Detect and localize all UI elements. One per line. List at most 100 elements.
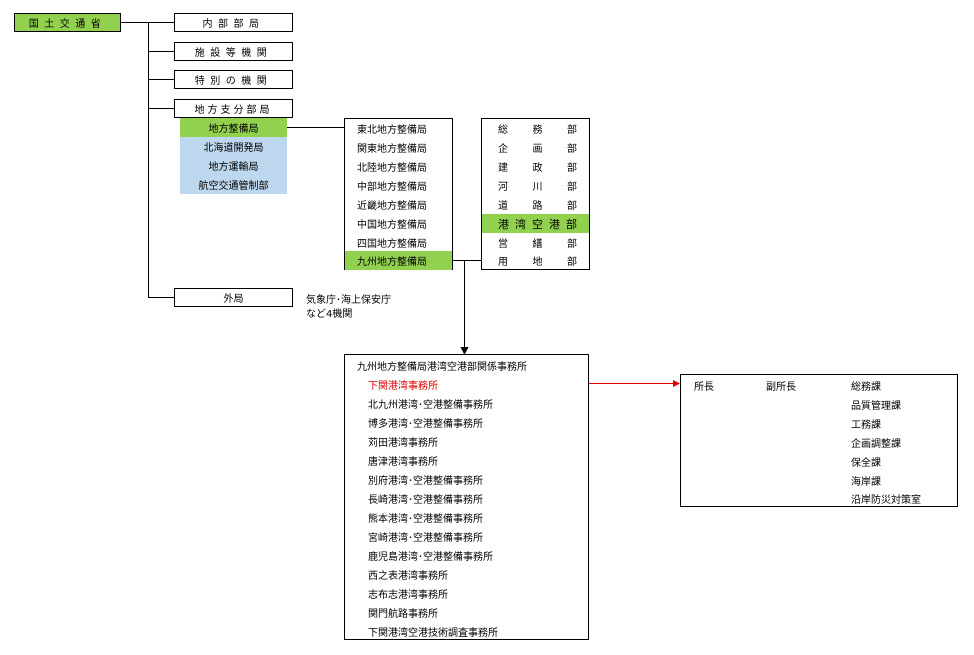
list-item: 営 繕 部	[482, 233, 589, 252]
list-item-highlighted: 九州地方整備局	[345, 251, 452, 270]
external-note-line2: など4機関	[306, 309, 353, 320]
department-char: 営	[498, 239, 508, 250]
office-item: 長崎港湾･空港整備事務所	[368, 495, 483, 506]
department-char: 部	[567, 163, 577, 174]
branch-regional-label: 地方支分部局	[194, 105, 273, 116]
office-item: 宮崎港湾･空港整備事務所	[368, 533, 483, 544]
department-char: 用	[498, 257, 508, 268]
regional-bureau-item: 地方運輸局	[180, 156, 287, 175]
regional-bureau-label: 地方運輸局	[208, 162, 259, 173]
root-node: 国土交通省	[14, 13, 121, 32]
section-item: 保全課	[851, 458, 881, 469]
regional-bureau-item: 北海道開発局	[180, 137, 287, 156]
bureau-name: 中部地方整備局	[357, 182, 427, 193]
regional-bureau-label: 航空交通管制部	[198, 181, 269, 192]
department-char: 川	[532, 182, 543, 193]
root-label: 国土交通省	[28, 19, 107, 30]
list-item: 中部地方整備局	[345, 176, 452, 195]
office-item: 唐津港湾事務所	[368, 457, 438, 468]
department-char: 部	[566, 217, 577, 231]
department-char: 道	[498, 201, 508, 212]
list-item: 東北地方整備局	[345, 119, 452, 138]
list-item: 道 路 部	[482, 195, 589, 214]
office-item: 熊本港湾･空港整備事務所	[368, 514, 483, 525]
branch-external: 外局	[174, 288, 293, 307]
department-char: 路	[532, 201, 543, 212]
bureau-name: 北陸地方整備局	[357, 163, 427, 174]
external-note-line1: 気象庁･海上保安庁	[306, 295, 391, 306]
director-label: 所長	[694, 382, 714, 393]
office-item: 博多港湾･空港整備事務所	[368, 419, 483, 430]
office-item: 別府港湾･空港整備事務所	[368, 476, 483, 487]
office-item: 関門航路事務所	[368, 609, 438, 620]
section-item: 総務課	[851, 382, 881, 393]
office-item: 西之表港湾事務所	[368, 571, 448, 582]
department-char: 湾	[515, 217, 526, 231]
department-char: 地	[532, 257, 543, 268]
list-item-highlighted: 港 湾 空 港 部	[482, 214, 589, 233]
department-char: 部	[567, 239, 577, 250]
department-char: 画	[532, 144, 543, 155]
department-char: 部	[567, 125, 577, 136]
regional-bureau-label: 地方整備局	[208, 124, 259, 135]
office-item: 下関港湾空港技術調査事務所	[368, 628, 498, 639]
section-item: 品質管理課	[851, 401, 901, 412]
department-char: 総	[498, 125, 508, 136]
deputy-director-label: 副所長	[766, 382, 796, 393]
list-item: 近畿地方整備局	[345, 195, 452, 214]
department-list: 総 務 部 企 画 部 建 政 部 河 川 部 道 路 部 港 湾 空 港 部 …	[481, 118, 590, 270]
regional-bureau-item: 航空交通管制部	[180, 175, 287, 194]
list-item: 関東地方整備局	[345, 138, 452, 157]
branch-facilities-label: 施設等機関	[194, 48, 273, 59]
department-char: 部	[567, 201, 577, 212]
department-char: 建	[498, 163, 508, 174]
section-item: 企画調整課	[851, 439, 901, 450]
list-item: 北陸地方整備局	[345, 157, 452, 176]
list-item: 中国地方整備局	[345, 214, 452, 233]
list-item: 企 画 部	[482, 138, 589, 157]
office-item: 志布志港湾事務所	[368, 590, 448, 601]
bureau-name: 近畿地方整備局	[357, 201, 427, 212]
department-char: 部	[567, 144, 577, 155]
branch-internal: 内部部局	[174, 13, 293, 32]
department-char: 港	[549, 217, 560, 231]
section-item: 海岸課	[851, 477, 881, 488]
office-item: 苅田港湾事務所	[368, 438, 438, 449]
development-bureau-list: 東北地方整備局 関東地方整備局 北陸地方整備局 中部地方整備局 近畿地方整備局 …	[344, 118, 453, 270]
department-char: 繕	[532, 239, 543, 250]
department-char: 港	[498, 217, 509, 231]
list-item: 四国地方整備局	[345, 233, 452, 252]
department-char: 部	[567, 182, 577, 193]
office-item: 北九州港湾･空港整備事務所	[368, 400, 493, 411]
list-item: 用 地 部	[482, 251, 589, 270]
department-char: 河	[498, 182, 508, 193]
office-org-chart: 所長 副所長 総務課 品質管理課 工務課 企画調整課 保全課 海岸課 沿岸防災対…	[680, 374, 958, 507]
section-item: 工務課	[851, 420, 881, 431]
arrow-right-icon	[673, 380, 680, 387]
branch-facilities: 施設等機関	[174, 42, 293, 61]
branch-special: 特別の機関	[174, 70, 293, 89]
department-char: 部	[567, 257, 577, 268]
department-char: 空	[532, 217, 543, 231]
department-char: 企	[498, 144, 508, 155]
list-item: 総 務 部	[482, 119, 589, 138]
branch-internal-label: 内部部局	[202, 19, 265, 30]
list-item: 建 政 部	[482, 157, 589, 176]
branch-special-label: 特別の機関	[194, 76, 273, 87]
branch-regional: 地方支分部局	[174, 99, 293, 118]
regional-bureau-item: 地方整備局	[180, 118, 287, 137]
office-item-highlighted: 下関港湾事務所	[368, 381, 438, 392]
bureau-name: 九州地方整備局	[357, 257, 427, 268]
regional-bureau-label: 北海道開発局	[203, 143, 264, 154]
bureau-name: 中国地方整備局	[357, 220, 427, 231]
office-item: 鹿児島港湾･空港整備事務所	[368, 552, 493, 563]
section-item: 沿岸防災対策室	[851, 495, 921, 506]
department-char: 政	[532, 163, 543, 174]
office-list-title: 九州地方整備局港湾空港部関係事務所	[357, 362, 527, 373]
branch-external-label: 外局	[223, 294, 244, 305]
bureau-name: 四国地方整備局	[357, 239, 427, 250]
department-char: 務	[532, 125, 543, 136]
office-list: 九州地方整備局港湾空港部関係事務所 下関港湾事務所 北九州港湾･空港整備事務所 …	[344, 354, 589, 640]
arrow-down-icon	[460, 347, 469, 355]
bureau-name: 関東地方整備局	[357, 144, 427, 155]
